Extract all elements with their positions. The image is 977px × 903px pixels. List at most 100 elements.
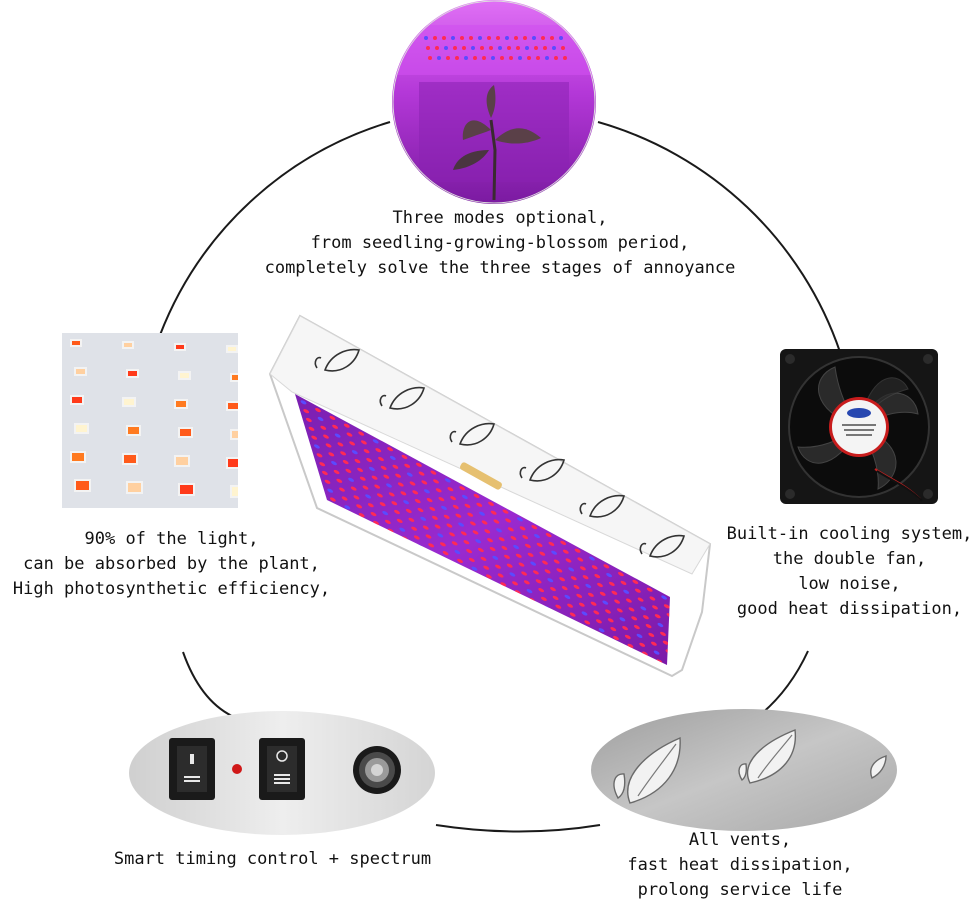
panel-led bbox=[663, 604, 670, 609]
panel-led bbox=[420, 516, 427, 521]
panel-led bbox=[387, 447, 394, 452]
panel-led bbox=[534, 534, 540, 539]
panel-led bbox=[617, 572, 624, 577]
led-chip bbox=[176, 457, 188, 465]
panel-led bbox=[316, 453, 323, 458]
panel-led bbox=[540, 596, 547, 601]
panel-led bbox=[477, 547, 484, 553]
tent-led bbox=[482, 56, 486, 60]
panel-led bbox=[415, 462, 422, 467]
panel-led bbox=[455, 513, 462, 518]
panel-led bbox=[662, 640, 669, 645]
panel-led bbox=[366, 458, 373, 463]
panel-led bbox=[476, 502, 483, 507]
panel-led bbox=[384, 519, 391, 524]
panel-led bbox=[487, 538, 493, 543]
panel-led bbox=[657, 622, 664, 628]
panel-led bbox=[584, 620, 591, 625]
panel-led bbox=[597, 582, 603, 588]
panel-led bbox=[515, 553, 522, 558]
panel-led bbox=[645, 624, 652, 629]
panel-led bbox=[471, 566, 478, 571]
cooling-fan-photo bbox=[780, 349, 938, 504]
panel-led bbox=[439, 542, 446, 547]
tent-led bbox=[498, 46, 502, 50]
panel-led bbox=[343, 423, 350, 428]
rim-leaf-logo bbox=[648, 534, 686, 558]
panel-led bbox=[501, 545, 508, 551]
led-chip bbox=[180, 485, 193, 494]
cooling-caption: Built-in cooling system, the double fan,… bbox=[722, 522, 977, 622]
timing-caption: Smart timing control + spectrum bbox=[80, 847, 465, 872]
led-chip bbox=[180, 429, 191, 436]
led-chip bbox=[228, 403, 238, 409]
panel-led bbox=[444, 478, 451, 483]
panel-led bbox=[610, 627, 617, 632]
panel-led bbox=[429, 506, 436, 511]
panel-led bbox=[466, 549, 473, 554]
panel-led bbox=[637, 597, 644, 602]
panel-led bbox=[438, 497, 445, 502]
panel-led bbox=[560, 540, 567, 545]
panel-led bbox=[395, 473, 402, 478]
panel-led bbox=[585, 583, 592, 589]
tent-led bbox=[563, 56, 567, 60]
panel-led bbox=[435, 488, 442, 493]
panel-led bbox=[490, 510, 497, 515]
panel-led bbox=[652, 605, 658, 610]
tent-led bbox=[424, 36, 428, 40]
tent-led bbox=[469, 36, 473, 40]
tent-led bbox=[433, 36, 437, 40]
panel-led bbox=[606, 573, 613, 578]
panel-led bbox=[451, 541, 458, 546]
panel-led bbox=[348, 477, 355, 482]
tent-led bbox=[428, 56, 432, 60]
panel-led bbox=[350, 486, 357, 491]
absorption-line-1: 90% of the light, bbox=[84, 529, 259, 549]
panel-led bbox=[383, 474, 390, 479]
purple-grow-tent-plant-photo bbox=[392, 0, 596, 204]
led-chip bbox=[124, 343, 132, 347]
panel-led bbox=[631, 616, 638, 621]
panel-led bbox=[457, 558, 463, 563]
panel-led bbox=[578, 602, 585, 607]
panel-led bbox=[614, 599, 621, 604]
panel-led bbox=[632, 579, 639, 584]
panel-led bbox=[590, 601, 597, 606]
panel-led bbox=[561, 586, 568, 591]
panel-led bbox=[430, 470, 437, 475]
panel-led bbox=[498, 537, 505, 542]
rim-leaf-logo bbox=[588, 494, 626, 518]
tent-led bbox=[536, 56, 540, 60]
rim-leaf-stem bbox=[379, 394, 387, 407]
panel-led bbox=[605, 609, 611, 614]
tent-led bbox=[473, 56, 477, 60]
panel-led bbox=[506, 563, 513, 568]
tent-led bbox=[559, 36, 563, 40]
panel-led bbox=[324, 479, 331, 484]
panel-led bbox=[337, 442, 344, 447]
panel-led bbox=[450, 496, 457, 501]
panel-led bbox=[389, 455, 396, 461]
panel-led bbox=[570, 576, 577, 581]
panel-led bbox=[516, 517, 523, 522]
panel-led bbox=[452, 504, 459, 509]
leaf-vents-photo bbox=[591, 709, 897, 831]
panel-led bbox=[400, 491, 407, 496]
panel-led bbox=[368, 466, 375, 471]
panel-led bbox=[661, 676, 668, 678]
panel-led bbox=[311, 435, 318, 440]
vents-caption: All vents, fast heat dissipation, prolon… bbox=[590, 828, 890, 903]
panel-led bbox=[375, 448, 382, 453]
panel-led bbox=[650, 641, 657, 646]
panel-led bbox=[512, 581, 518, 586]
panel-led bbox=[550, 587, 556, 592]
led-chip bbox=[124, 455, 136, 463]
tent-led bbox=[462, 46, 466, 50]
panel-led bbox=[327, 488, 334, 493]
panel-led bbox=[449, 532, 455, 537]
panel-led bbox=[354, 459, 361, 464]
panel-led bbox=[568, 567, 575, 572]
panel-led bbox=[300, 400, 307, 405]
panel-led bbox=[495, 564, 501, 569]
